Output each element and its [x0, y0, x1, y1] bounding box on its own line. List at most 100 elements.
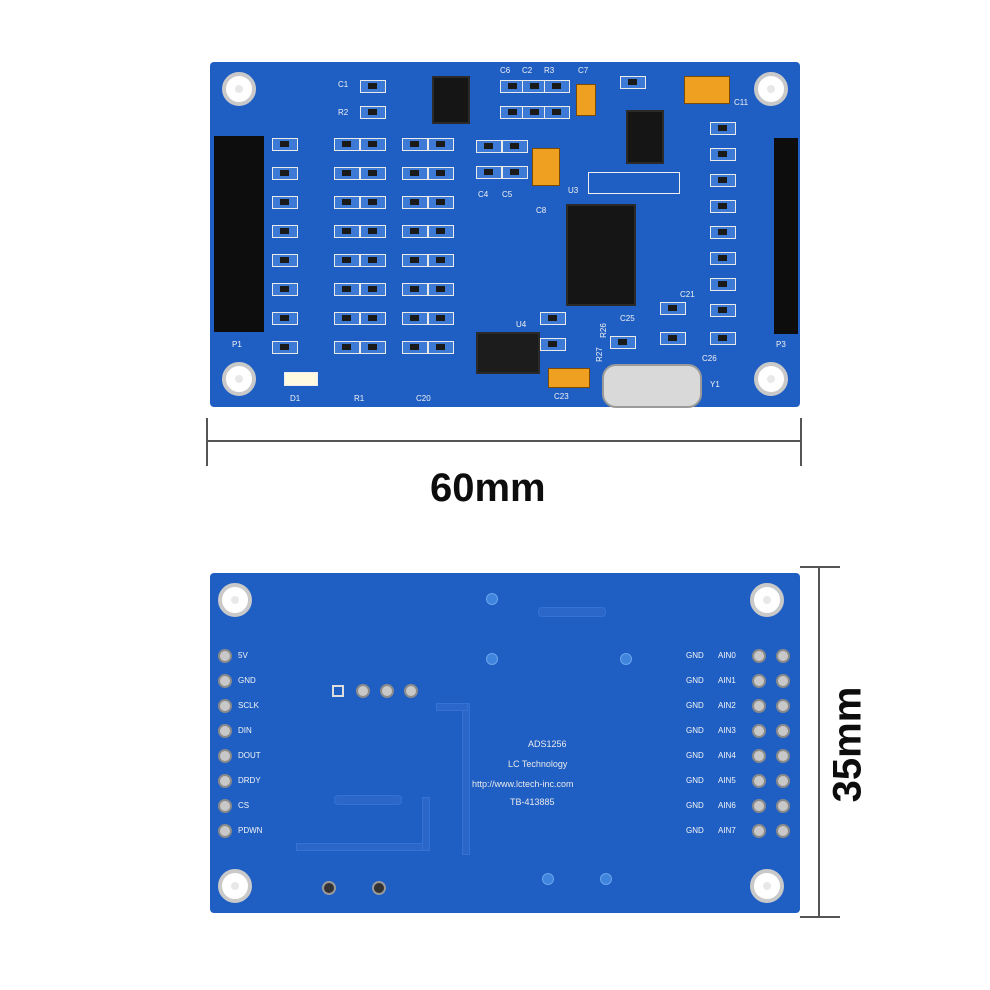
smd-component [272, 138, 298, 151]
led-d1 [284, 372, 318, 386]
label-y1: Y1 [710, 380, 720, 389]
mounting-hole [222, 72, 256, 106]
gnd-pin-label: GND [686, 751, 704, 760]
label-c26: C26 [702, 354, 717, 363]
label-c2: C2 [522, 66, 533, 75]
pin-label: DIN [238, 726, 252, 735]
via-pad [372, 881, 386, 895]
header-pin [752, 749, 766, 763]
smd-component [502, 140, 528, 153]
smd-component [710, 304, 736, 317]
smd-component [272, 283, 298, 296]
smd-component [540, 338, 566, 351]
smd-component [428, 225, 454, 238]
small-ic [626, 110, 664, 164]
pin-label: DOUT [238, 751, 261, 760]
smd-component [272, 312, 298, 325]
smd-component [620, 76, 646, 89]
pcb-trace [462, 703, 470, 855]
small-ic [432, 76, 470, 124]
pin-row-4 [588, 172, 680, 194]
gnd-pin-label: GND [686, 826, 704, 835]
smd-component [402, 341, 428, 354]
via [620, 653, 632, 665]
smd-component [402, 196, 428, 209]
dimension-tick-left [206, 418, 208, 466]
header-pin [776, 724, 790, 738]
label-c23: C23 [554, 392, 569, 401]
smd-component [402, 167, 428, 180]
width-label: 60mm [430, 466, 546, 510]
board-code-text: TB-413885 [510, 797, 555, 807]
mounting-hole [754, 362, 788, 396]
label-r3: R3 [544, 66, 555, 75]
label-r27: R27 [594, 347, 604, 362]
gnd-pin-label: GND [686, 676, 704, 685]
smd-component [334, 225, 360, 238]
label-c5: C5 [502, 190, 513, 199]
smd-component [334, 167, 360, 180]
smd-component [428, 312, 454, 325]
header-pin [752, 824, 766, 838]
top-pcb-board: P1 P3 U4 C11 C8 C23 Y1 U3 C1 R2 C4 C5 C6… [210, 62, 800, 408]
mounting-hole [222, 362, 256, 396]
header-pin [752, 649, 766, 663]
header-pin [218, 674, 232, 688]
smd-component [710, 122, 736, 135]
label-c4: C4 [478, 190, 489, 199]
pcb-trace [296, 843, 428, 851]
header-pin [218, 649, 232, 663]
via [542, 873, 554, 885]
crystal-oscillator [602, 364, 702, 408]
header-pin [218, 774, 232, 788]
smd-component [428, 341, 454, 354]
header-p1 [214, 136, 264, 332]
smd-component [360, 138, 386, 151]
via [486, 593, 498, 605]
label-c11: C11 [734, 98, 749, 107]
header-pin [752, 774, 766, 788]
smd-component [544, 80, 570, 93]
smd-component [402, 283, 428, 296]
via-pad [380, 684, 394, 698]
gnd-pin-label: GND [686, 776, 704, 785]
header-pin [776, 674, 790, 688]
ain-pin-label: AIN1 [718, 676, 736, 685]
header-pin [776, 799, 790, 813]
smd-component [710, 226, 736, 239]
pcb-trace [436, 703, 468, 711]
header-pin [752, 799, 766, 813]
pin-label: DRDY [238, 776, 261, 785]
smd-component [272, 167, 298, 180]
pcb-trace [422, 797, 430, 851]
ain-pin-label: AIN4 [718, 751, 736, 760]
via-pad [322, 881, 336, 895]
smd-component [334, 312, 360, 325]
header-pin [752, 674, 766, 688]
chip-name-text: ADS1256 [528, 739, 567, 749]
smd-component [334, 138, 360, 151]
smd-component [610, 336, 636, 349]
smd-component [334, 196, 360, 209]
smd-component [334, 283, 360, 296]
mounting-hole [750, 583, 784, 617]
smd-component [360, 196, 386, 209]
mounting-hole [218, 583, 252, 617]
pcb-trace [334, 795, 402, 805]
label-u3: U3 [568, 186, 579, 195]
tantalum-capacitor [548, 368, 590, 388]
smd-component [660, 332, 686, 345]
header-pin [752, 724, 766, 738]
smd-component [402, 312, 428, 325]
label-c25: C25 [620, 314, 635, 323]
via-pad [356, 684, 370, 698]
label-d1: D1 [290, 394, 301, 403]
label-c7: C7 [578, 66, 589, 75]
smd-component [402, 225, 428, 238]
height-label: 35mm [825, 686, 870, 803]
dimension-tick-bottom [800, 916, 840, 918]
header-pin [752, 699, 766, 713]
label-c1: C1 [338, 80, 349, 89]
smd-component [428, 167, 454, 180]
